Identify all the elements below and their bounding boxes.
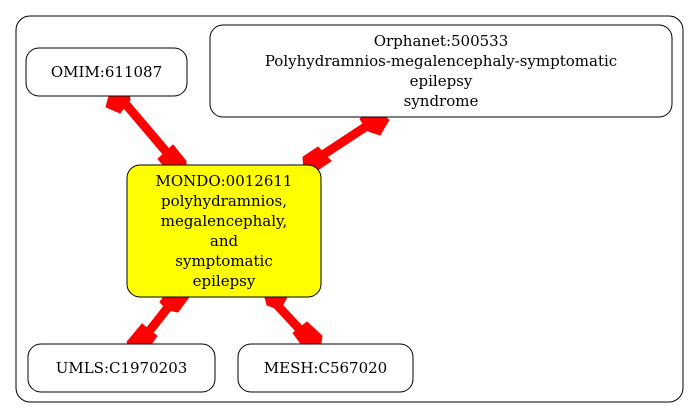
node-orphanet-label-line-4: syndrome bbox=[404, 92, 479, 110]
node-umls-label: UMLS:C1970203 bbox=[56, 359, 188, 377]
node-mesh-box bbox=[237, 343, 414, 393]
node-orphanet-label-line-3: epilepsy bbox=[410, 72, 473, 90]
node-omim[interactable]: OMIM:611087 bbox=[25, 47, 188, 97]
node-mondo-label-line-2: polyhydramnios, bbox=[161, 192, 287, 210]
node-omim-box bbox=[25, 47, 188, 97]
node-orphanet-label-line-1: Orphanet:500533 bbox=[374, 32, 509, 50]
edge-omim-mondo bbox=[105, 85, 187, 177]
node-mondo-label-line-4: and bbox=[210, 232, 239, 250]
node-orphanet-label-line-2: Polyhydramnios-megalencephaly-symptomati… bbox=[265, 52, 617, 70]
node-mondo-label-line-1: MONDO:0012611 bbox=[156, 172, 293, 190]
cluster-boundary bbox=[15, 15, 684, 403]
node-mesh[interactable]: MESH:C567020 bbox=[237, 343, 414, 393]
node-mondo-label-line-6: epilepsy bbox=[193, 272, 256, 290]
node-omim-label: OMIM:611087 bbox=[51, 63, 162, 81]
node-mondo-label-line-5: symptomatic bbox=[175, 252, 272, 270]
node-orphanet-box bbox=[209, 24, 673, 118]
node-mondo-box bbox=[126, 164, 322, 298]
node-mondo-label-line-3: megalencephaly, bbox=[161, 212, 288, 230]
node-mondo[interactable]: MONDO:0012611 polyhydramnios, megalencep… bbox=[126, 164, 322, 298]
node-umls[interactable]: UMLS:C1970203 bbox=[27, 343, 216, 393]
node-umls-box bbox=[27, 343, 216, 393]
node-orphanet[interactable]: Orphanet:500533 Polyhydramnios-megalence… bbox=[209, 24, 673, 118]
node-mesh-label: MESH:C567020 bbox=[264, 359, 387, 377]
